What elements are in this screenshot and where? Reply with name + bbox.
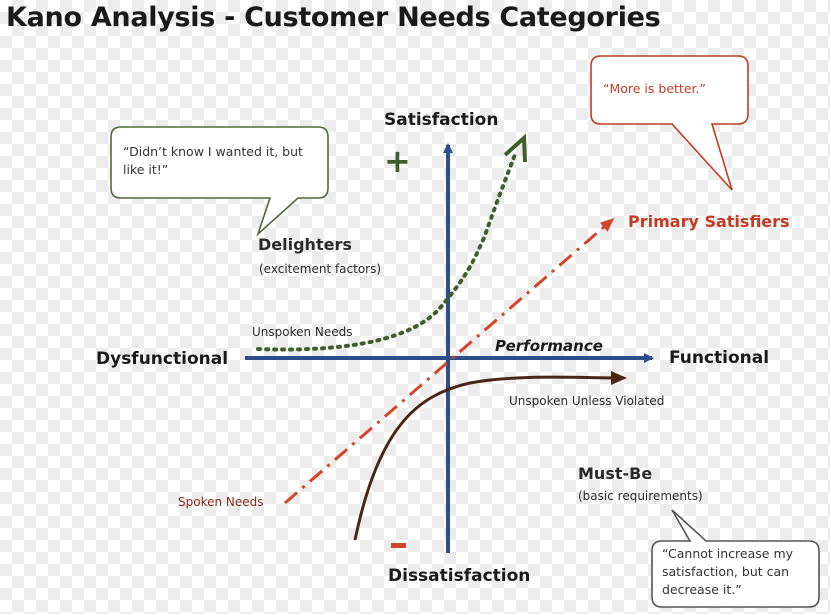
delighters-curve — [256, 150, 518, 352]
x-axis-caption: Performance — [495, 337, 603, 355]
page-title: Kano Analysis - Customer Needs Categorie… — [6, 2, 661, 33]
must-be-speech-bubble — [651, 509, 820, 608]
delighters-arrow-head — [503, 133, 527, 163]
delighters-quote: “Didn’t know I wanted it, but like it!” — [123, 144, 303, 177]
delighters-speech-bubble — [110, 126, 329, 237]
plus-sign: + — [384, 142, 411, 180]
primary-quote: “More is better.” — [603, 81, 706, 96]
x-axis-right-label: Functional — [669, 348, 770, 368]
must-be-sub-label: (basic requirements) — [578, 489, 703, 503]
spoken-needs-label: Spoken Needs — [178, 495, 264, 509]
unspoken-unless-violated-label: Unspoken Unless Violated — [509, 394, 665, 408]
y-axis-top-label: Satisfaction — [384, 110, 499, 130]
primary-speech-bubble — [590, 55, 749, 191]
primary-satisfiers-label: Primary Satisfiers — [628, 212, 790, 231]
must-be-quote: “Cannot increase my satisfaction, but ca… — [662, 546, 794, 597]
delighters-sub-label: (excitement factors) — [259, 262, 382, 276]
minus-sign — [391, 543, 406, 548]
must-be-curve — [353, 370, 627, 541]
x-axis-left-label: Dysfunctional — [96, 349, 229, 369]
primary-satisfiers-curve — [284, 218, 615, 505]
must-be-label: Must-Be — [578, 464, 653, 483]
y-axis-bottom-label: Dissatisfaction — [388, 566, 531, 586]
delighters-label: Delighters — [258, 235, 352, 254]
unspoken-needs-label: Unspoken Needs — [252, 325, 353, 339]
